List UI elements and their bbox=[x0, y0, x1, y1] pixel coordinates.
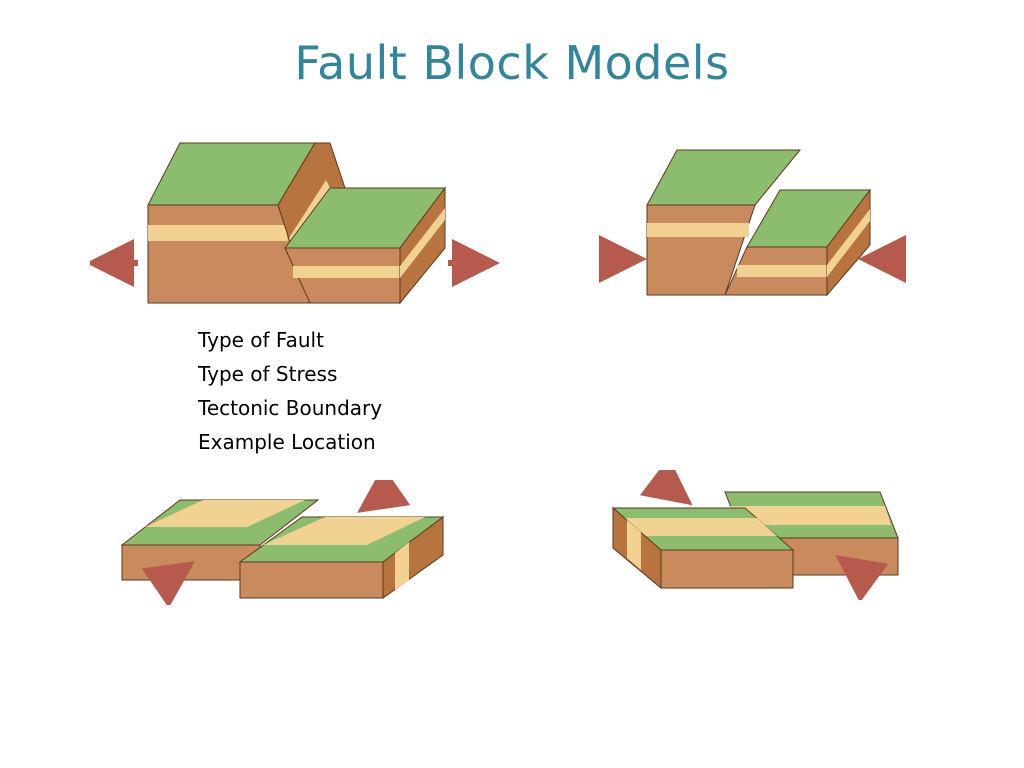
label-example-location: Example Location bbox=[198, 430, 376, 454]
label-tectonic-boundary: Tectonic Boundary bbox=[198, 396, 383, 420]
label-type-of-fault: Type of Fault bbox=[198, 328, 324, 352]
hanging-wall-side-band bbox=[400, 208, 445, 278]
front-block-front bbox=[660, 549, 794, 589]
front-block-side-band bbox=[395, 542, 409, 590]
slide-title: Fault Block Models bbox=[294, 36, 730, 90]
footwall-band bbox=[148, 225, 285, 241]
strike-slip-fault-block-icon bbox=[120, 480, 445, 605]
stress-arrow-bottom bbox=[141, 561, 195, 605]
fault-info-labels: Type of Fault Type of Stress Tectonic Bo… bbox=[198, 323, 382, 459]
right-block-band bbox=[737, 265, 827, 277]
hanging-wall-band bbox=[293, 266, 400, 278]
normal-fault-block-icon bbox=[90, 142, 500, 305]
front-block-side-band bbox=[627, 520, 641, 570]
left-block-band bbox=[647, 223, 749, 237]
label-type-of-stress: Type of Stress bbox=[198, 362, 338, 386]
reverse-fault-block-icon bbox=[599, 149, 906, 297]
strike-slip-fault-block-icon bbox=[611, 470, 899, 600]
front-block-front bbox=[239, 561, 384, 599]
stress-arrow-bottom bbox=[835, 554, 889, 600]
stress-arrow-top bbox=[639, 470, 693, 506]
right-block-side-band bbox=[827, 209, 870, 277]
stress-arrow-top bbox=[357, 480, 411, 513]
back-block-band bbox=[145, 500, 305, 527]
front-block-band bbox=[625, 518, 777, 536]
back-block-band bbox=[730, 506, 891, 525]
front-block-band bbox=[263, 517, 425, 545]
